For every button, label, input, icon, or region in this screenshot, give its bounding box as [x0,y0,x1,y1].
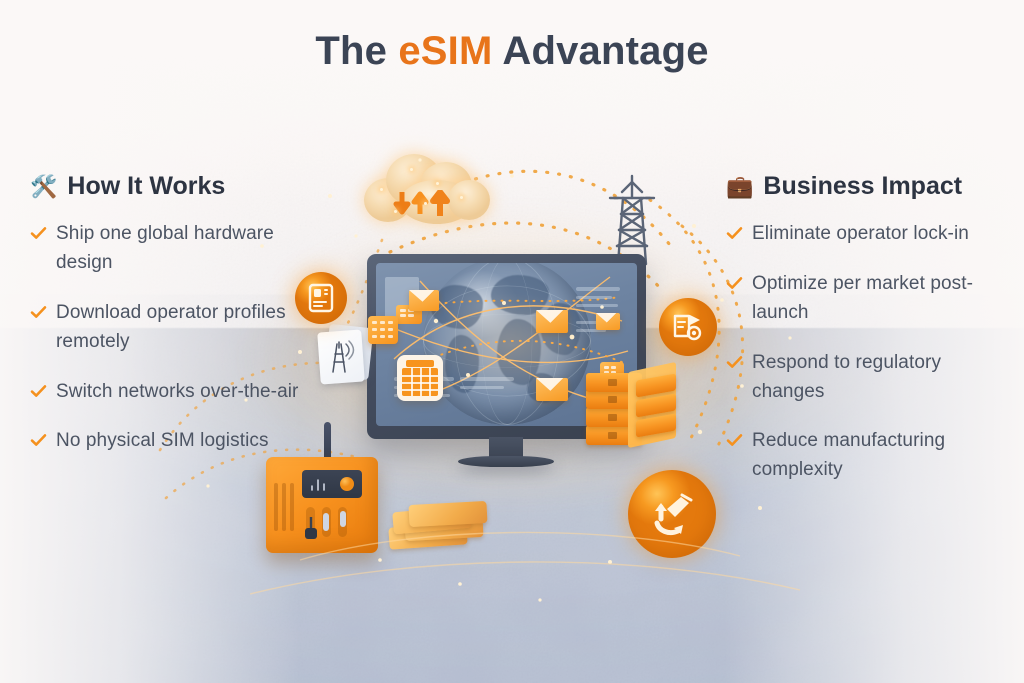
check-icon [726,275,743,292]
check-icon [726,354,743,371]
list-item: Ship one global hardware design [30,220,302,278]
hammer-and-wrench-icon: 🛠️ [30,173,58,199]
how-it-works-heading: 🛠️ How It Works [30,172,302,201]
list-item: Respond to regulatory changes [726,349,1010,407]
list-item-label: Switch networks over-the-air [56,380,299,402]
page-title: The eSIM Advantage [0,29,1024,74]
check-icon [726,225,743,242]
list-item: Download operator profiles remotely [30,299,302,357]
list-item-label: Reduce manufacturing complexity [752,430,946,481]
business-impact-heading: 💼 Business Impact [726,172,1010,201]
check-icon [30,225,47,242]
list-item: Reduce manufacturing complexity [726,427,1010,485]
list-item-label: Download operator profiles remotely [56,301,286,352]
list-item: Eliminate operator lock-in [726,220,1010,249]
title-suffix: Advantage [492,29,709,73]
business-impact-column: 💼 Business Impact Eliminate operator loc… [726,172,1010,506]
list-item: No physical SIM logistics [30,427,302,456]
title-prefix: The [315,29,399,73]
how-it-works-heading-label: How It Works [67,172,226,200]
check-icon [30,304,47,321]
list-item: Optimize per market post-launch [726,270,1010,328]
check-icon [30,432,47,449]
check-icon [726,432,743,449]
check-icon [30,383,47,400]
list-item-label: Optimize per market post-launch [752,272,974,323]
list-item-label: Ship one global hardware design [56,223,274,273]
list-item-label: No physical SIM logistics [56,430,269,452]
business-impact-heading-label: Business Impact [763,172,963,200]
list-item-label: Respond to regulatory changes [752,351,942,402]
title-accent: eSIM [398,29,493,73]
list-item: Switch networks over-the-air [30,378,302,407]
list-item-label: Eliminate operator lock-in [752,223,969,244]
briefcase-icon: 💼 [726,173,754,199]
how-it-works-column: 🛠️ How It Works Ship one global hardware… [30,172,302,477]
